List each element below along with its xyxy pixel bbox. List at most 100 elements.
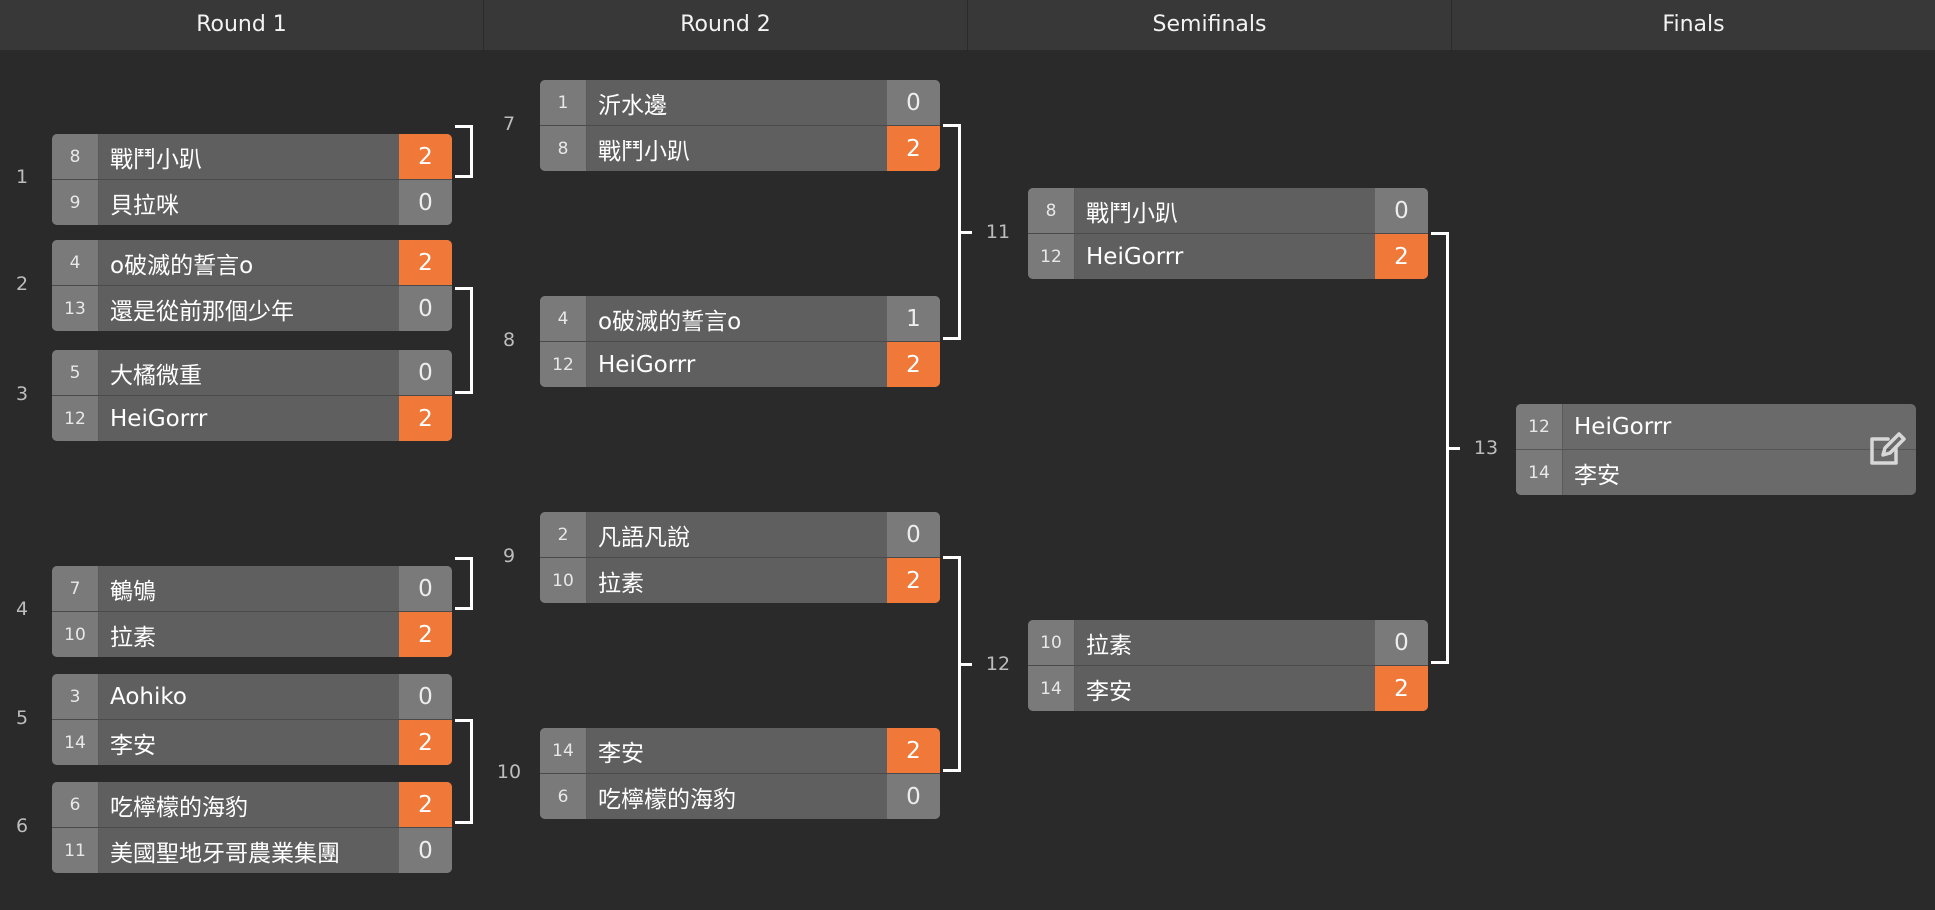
match-number: 2 — [15, 273, 29, 295]
match-slot-top[interactable]: 14 李安 2 — [540, 728, 940, 774]
match-slot-bottom[interactable]: 14 李安 — [1516, 450, 1916, 495]
score-box: 0 — [399, 828, 452, 873]
seed-number: 12 — [540, 342, 587, 387]
match-slot-bottom[interactable]: 12 HeiGorrr 2 — [52, 396, 452, 441]
seed-number: 2 — [540, 512, 587, 557]
match-slot-top[interactable]: 4 o破滅的誓言o 2 — [52, 240, 452, 286]
score-box: 2 — [399, 782, 452, 827]
seed-number: 11 — [52, 828, 99, 873]
player-name: 拉素 — [598, 570, 644, 597]
player-name: 戰鬥小趴 — [1086, 200, 1178, 227]
match-slot-top[interactable]: 12 HeiGorrr — [1516, 404, 1916, 450]
player-name: HeiGorrr — [1086, 243, 1184, 270]
match-slot-top[interactable]: 5 大橘微重 0 — [52, 350, 452, 396]
seed-number: 1 — [540, 80, 587, 125]
score-box: 0 — [399, 286, 452, 331]
match-card-8[interactable]: 4 o破滅的誓言o 1 12 HeiGorrr 2 — [540, 296, 940, 387]
score-box: 0 — [887, 774, 940, 819]
score-box: 2 — [887, 728, 940, 773]
match-slot-top[interactable]: 8 戰鬥小趴 0 — [1028, 188, 1428, 234]
match-card-1[interactable]: 8 戰鬥小趴 2 9 貝拉咪 0 — [52, 134, 452, 225]
match-slot-top[interactable]: 4 o破滅的誓言o 1 — [540, 296, 940, 342]
match-number: 10 — [496, 761, 522, 783]
score-box: 2 — [887, 126, 940, 171]
match-slot-bottom[interactable]: 14 李安 2 — [52, 720, 452, 765]
player-name: HeiGorrr — [110, 405, 208, 432]
match-number: 3 — [15, 383, 29, 405]
score-box: 1 — [887, 296, 940, 341]
match-slot-top[interactable]: 10 拉素 0 — [1028, 620, 1428, 666]
seed-number: 12 — [52, 396, 99, 441]
match-slot-bottom[interactable]: 14 李安 2 — [1028, 666, 1428, 711]
match-slot-bottom[interactable]: 13 還是從前那個少年 0 — [52, 286, 452, 331]
match-slot-top[interactable]: 8 戰鬥小趴 2 — [52, 134, 452, 180]
match-slot-bottom[interactable]: 6 吃檸檬的海豹 0 — [540, 774, 940, 819]
seed-number: 7 — [52, 566, 99, 611]
round-header-finals: Finals — [1452, 0, 1935, 50]
match-card-12[interactable]: 10 拉素 0 14 李安 2 — [1028, 620, 1428, 711]
round-header-semifinals: Semifinals — [968, 0, 1452, 50]
score-box: 2 — [1375, 234, 1428, 279]
player-name: 美國聖地牙哥農業集團 — [110, 840, 340, 867]
seed-number: 4 — [540, 296, 587, 341]
score-box: 0 — [887, 80, 940, 125]
seed-number: 9 — [52, 180, 99, 225]
seed-number: 8 — [1028, 188, 1075, 233]
player-name: 鵪鴝 — [110, 578, 156, 605]
seed-number: 10 — [52, 612, 99, 657]
match-card-finals[interactable]: 12 HeiGorrr 14 李安 — [1516, 404, 1916, 495]
bracket-connector — [455, 125, 473, 128]
score-box: 2 — [887, 342, 940, 387]
match-slot-bottom[interactable]: 12 HeiGorrr 2 — [540, 342, 940, 387]
match-card-11[interactable]: 8 戰鬥小趴 0 12 HeiGorrr 2 — [1028, 188, 1428, 279]
match-slot-top[interactable]: 3 Aohiko 0 — [52, 674, 452, 720]
seed-number: 12 — [1028, 234, 1075, 279]
seed-number: 4 — [52, 240, 99, 285]
player-name: HeiGorrr — [1574, 413, 1672, 440]
player-name: 李安 — [598, 740, 644, 767]
player-name: HeiGorrr — [598, 351, 696, 378]
match-slot-top[interactable]: 1 沂水邊 0 — [540, 80, 940, 126]
bracket-connector — [455, 719, 473, 824]
player-name: 拉素 — [110, 624, 156, 651]
seed-number: 5 — [52, 350, 99, 395]
score-box: 0 — [399, 566, 452, 611]
match-card-7[interactable]: 1 沂水邊 0 8 戰鬥小趴 2 — [540, 80, 940, 171]
score-box: 0 — [887, 512, 940, 557]
match-card-2[interactable]: 4 o破滅的誓言o 2 13 還是從前那個少年 0 — [52, 240, 452, 331]
match-card-3[interactable]: 5 大橘微重 0 12 HeiGorrr 2 — [52, 350, 452, 441]
match-slot-bottom[interactable]: 9 貝拉咪 0 — [52, 180, 452, 225]
match-slot-top[interactable]: 7 鵪鴝 0 — [52, 566, 452, 612]
match-slot-top[interactable]: 2 凡語凡說 0 — [540, 512, 940, 558]
match-slot-bottom[interactable]: 12 HeiGorrr 2 — [1028, 234, 1428, 279]
match-card-6[interactable]: 6 吃檸檬的海豹 2 11 美國聖地牙哥農業集團 0 — [52, 782, 452, 873]
score-box: 2 — [399, 396, 452, 441]
score-box: 2 — [399, 134, 452, 179]
match-card-5[interactable]: 3 Aohiko 0 14 李安 2 — [52, 674, 452, 765]
match-slot-bottom[interactable]: 8 戰鬥小趴 2 — [540, 126, 940, 171]
match-card-9[interactable]: 2 凡語凡說 0 10 拉素 2 — [540, 512, 940, 603]
score-box: 2 — [1375, 666, 1428, 711]
match-number: 6 — [15, 815, 29, 837]
seed-number: 14 — [540, 728, 587, 773]
match-slot-bottom[interactable]: 10 拉素 2 — [52, 612, 452, 657]
player-name: 戰鬥小趴 — [598, 138, 690, 165]
match-slot-top[interactable]: 6 吃檸檬的海豹 2 — [52, 782, 452, 828]
player-name: 凡語凡說 — [598, 524, 690, 551]
round-header-1: Round 1 — [0, 0, 484, 50]
edit-icon[interactable] — [1866, 429, 1906, 469]
bracket-connector — [455, 557, 473, 610]
score-box: 2 — [399, 240, 452, 285]
score-box: 2 — [399, 612, 452, 657]
match-slot-bottom[interactable]: 11 美國聖地牙哥農業集團 0 — [52, 828, 452, 873]
player-name: 貝拉咪 — [110, 192, 179, 219]
player-name: 戰鬥小趴 — [110, 146, 202, 173]
score-box: 0 — [1375, 620, 1428, 665]
player-name: 拉素 — [1086, 632, 1132, 659]
match-card-10[interactable]: 14 李安 2 6 吃檸檬的海豹 0 — [540, 728, 940, 819]
match-number: 8 — [502, 329, 516, 351]
seed-number: 6 — [540, 774, 587, 819]
score-box: 2 — [887, 558, 940, 603]
match-slot-bottom[interactable]: 10 拉素 2 — [540, 558, 940, 603]
match-card-4[interactable]: 7 鵪鴝 0 10 拉素 2 — [52, 566, 452, 657]
